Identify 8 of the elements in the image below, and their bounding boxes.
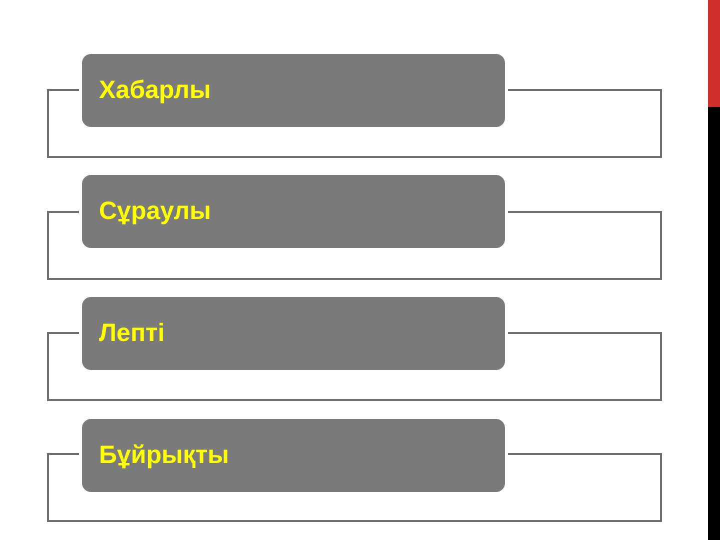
item-label: Сұраулы: [99, 198, 211, 226]
item-label: Хабарлы: [99, 76, 211, 104]
item-label: Лепті: [99, 320, 165, 348]
list-item-box: [79, 51, 508, 130]
item-label: Бұйрықты: [99, 442, 229, 470]
list-item-box: [79, 416, 508, 495]
list-item-box: [79, 172, 508, 251]
list-item-box: [79, 294, 508, 373]
